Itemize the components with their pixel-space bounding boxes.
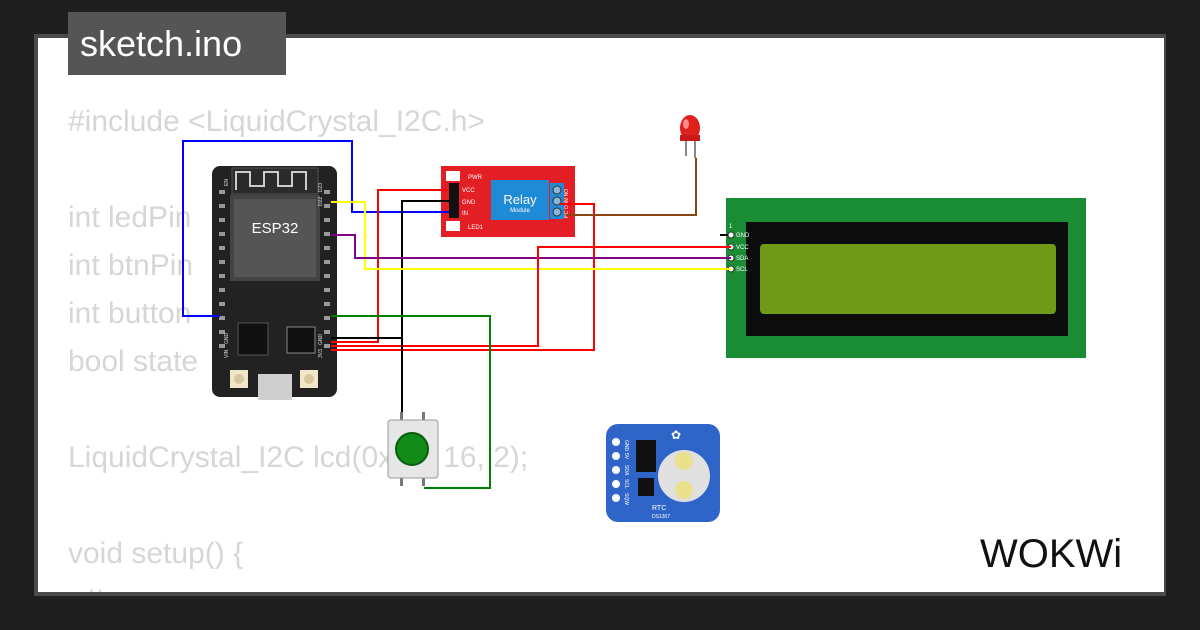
relay-pin-in: IN	[462, 211, 468, 217]
rtc-label: RTC	[652, 505, 666, 512]
relay-pin-gnd: GND	[462, 200, 476, 206]
wire-brown-led[interactable]	[566, 158, 697, 216]
wire-red-lcd-vcc[interactable]	[331, 246, 731, 347]
code-line: int ledPin	[68, 201, 192, 234]
wokwi-logo: WOKWi	[976, 527, 1148, 576]
relay-subtitle: Module	[510, 208, 530, 214]
rtc-model: DS1307	[652, 514, 670, 520]
push-button[interactable]	[387, 412, 439, 486]
rtc-pin-label: GND	[623, 440, 629, 452]
relay-pwr-label: PWR	[468, 175, 483, 181]
relay-title: Relay	[503, 192, 537, 207]
lcd-pin-gnd: GND	[736, 233, 750, 239]
rtc-pin-label: SQW	[623, 493, 629, 505]
esp32-pin-label: 3V3	[318, 349, 324, 358]
file-tab[interactable]: sketch.ino	[68, 12, 286, 75]
rtc-pin-label: 5V	[623, 453, 629, 460]
relay-module[interactable]: PWR LED1 VCC GND IN Relay Module NC COM …	[441, 166, 575, 237]
wire-red-relay-vcc[interactable]	[331, 189, 449, 343]
wire-red-relay-com[interactable]	[331, 203, 595, 351]
esp32-pin-label: D23	[318, 183, 324, 192]
esp32-pin-label: EN	[224, 179, 230, 186]
code-line: void setup() {	[68, 537, 244, 570]
wire-yellow-scl[interactable]	[331, 201, 731, 270]
lcd-pin-scl: SCL	[736, 267, 748, 273]
code-line: //	[68, 578, 528, 592]
esp32-pin-label: GND	[318, 334, 324, 346]
red-led[interactable]	[680, 115, 700, 158]
lcd-pin-sda: SDA	[736, 256, 748, 262]
relay-led-label: LED1	[468, 225, 484, 231]
wire-black-button[interactable]	[331, 337, 403, 412]
wokwi-logo-text: WOKWi	[980, 532, 1122, 575]
code-line: #include <LiquidCrystal_I2C.h>	[68, 105, 485, 138]
code-line: int btnPin	[68, 249, 194, 282]
esp32-pin-label: GND	[224, 333, 230, 345]
wire-green-button[interactable]	[331, 315, 491, 489]
wire-blue[interactable]	[182, 140, 449, 317]
code-preview: #include <LiquidCrystal_I2C.h> int ledPi…	[68, 98, 528, 592]
adafruit-flower-icon: ✿	[671, 428, 681, 442]
lcd-pin-vcc: VCC	[736, 245, 749, 251]
esp32-board[interactable]: ESP32 EN GND VIN D23 D22 GND 3V3	[212, 166, 337, 400]
esp32-pin-label: VIN	[224, 349, 230, 358]
code-line: bool state	[68, 345, 199, 378]
rtc-pin-label: SCL	[623, 479, 629, 489]
esp32-label: ESP32	[252, 220, 299, 237]
relay-pin-vcc: VCC	[462, 188, 475, 194]
rtc-module[interactable]: GND 5V SDA SCL SQW ✿ RTC DS1307	[606, 424, 720, 522]
rtc-pin-label: SDA	[623, 465, 629, 476]
lcd-pin-number: 1	[729, 224, 733, 230]
lcd-1602[interactable]: 1 GND VCC SDA SCL	[726, 198, 1086, 358]
wire-purple-sda[interactable]	[331, 234, 731, 259]
code-line: int button	[68, 297, 192, 330]
esp32-pin-label: D22	[318, 197, 324, 206]
